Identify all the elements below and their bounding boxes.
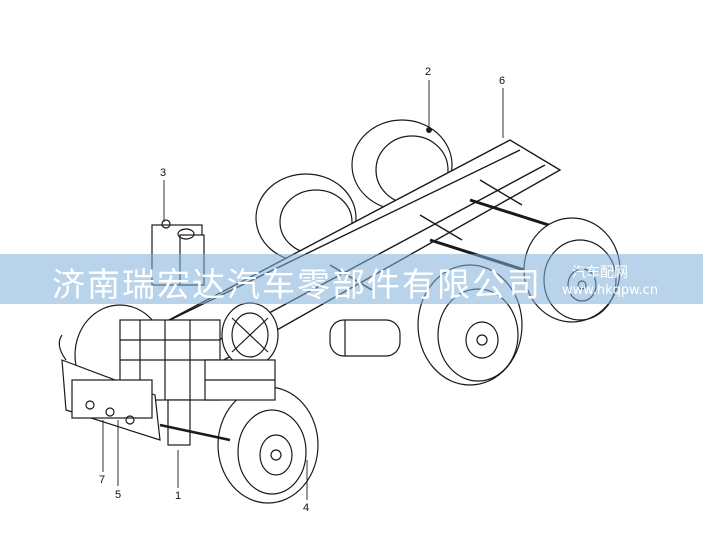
watermark-company-name: 济南瑞宏达汽车零部件有限公司 <box>52 265 542 304</box>
watermark-site-name: 汽车配网 <box>572 265 628 281</box>
callout-7: 7 <box>99 474 106 486</box>
callout-1: 1 <box>175 490 182 502</box>
callout-6: 6 <box>499 75 506 87</box>
callout-3: 3 <box>160 167 167 179</box>
leader-lines <box>102 80 504 500</box>
watermark-band <box>0 254 703 304</box>
watermark-url: www.hkqpw.cn <box>562 283 659 298</box>
front-right-tire <box>217 386 319 504</box>
front-axle <box>159 399 231 446</box>
callout-5: 5 <box>115 489 122 501</box>
front-crossmember <box>204 359 276 401</box>
front-bumper <box>58 334 161 441</box>
callout-4: 4 <box>303 502 310 514</box>
fuel-tank <box>329 319 401 357</box>
callout-2: 2 <box>425 66 432 78</box>
